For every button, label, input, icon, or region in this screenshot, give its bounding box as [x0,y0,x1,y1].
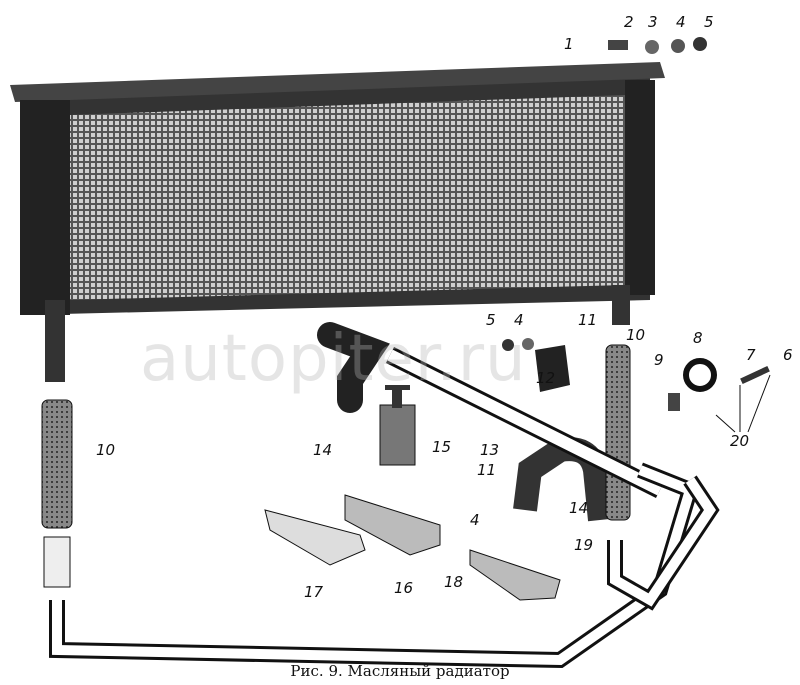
hose-14-upper [317,322,390,413]
part-label: 5 [486,311,496,329]
part-label: 2 [624,13,634,31]
part-label: 19 [574,536,594,554]
part-label: 9 [654,351,664,369]
flange-16 [344,494,441,556]
part-label: 10 [96,441,116,459]
part-label: 11 [477,461,497,479]
flange-17 [264,509,366,566]
part-label: 16 [394,579,414,597]
tube-stub [43,536,71,588]
hose-10-right [605,344,631,521]
part-label: 6 [783,346,793,364]
part-label: 3 [648,13,658,31]
bracket-12 [535,345,570,392]
part-label: 4 [514,311,524,329]
part-label: 11 [578,311,598,329]
clamp-8 [683,358,717,392]
part-label: 10 [626,326,646,344]
watermark: autopiter.ru [140,322,527,396]
part-label: 14 [313,441,333,459]
part-label: 15 [432,438,452,456]
part-label: 4 [676,13,686,31]
part-label: 5 [704,13,714,31]
valve-15 [379,385,416,466]
part-label: 4 [470,511,480,529]
part-label: 20 [730,432,750,450]
part-label: 13 [480,441,500,459]
part-label: 17 [304,583,324,601]
figure-caption: Рис. 9. Масляный радиатор [290,662,510,680]
radiator-core [10,62,665,382]
part-label: 14 [569,499,589,517]
part-label: 7 [746,346,756,364]
part-label: 12 [536,369,556,387]
fasteners-top [608,37,707,54]
bolt-6 [740,365,770,385]
hose-10-left [41,399,73,529]
flange-18 [469,549,561,601]
part-label: 1 [564,35,574,53]
part-label: 18 [444,573,464,591]
part-label: 8 [693,329,703,347]
clip-9 [668,393,680,411]
